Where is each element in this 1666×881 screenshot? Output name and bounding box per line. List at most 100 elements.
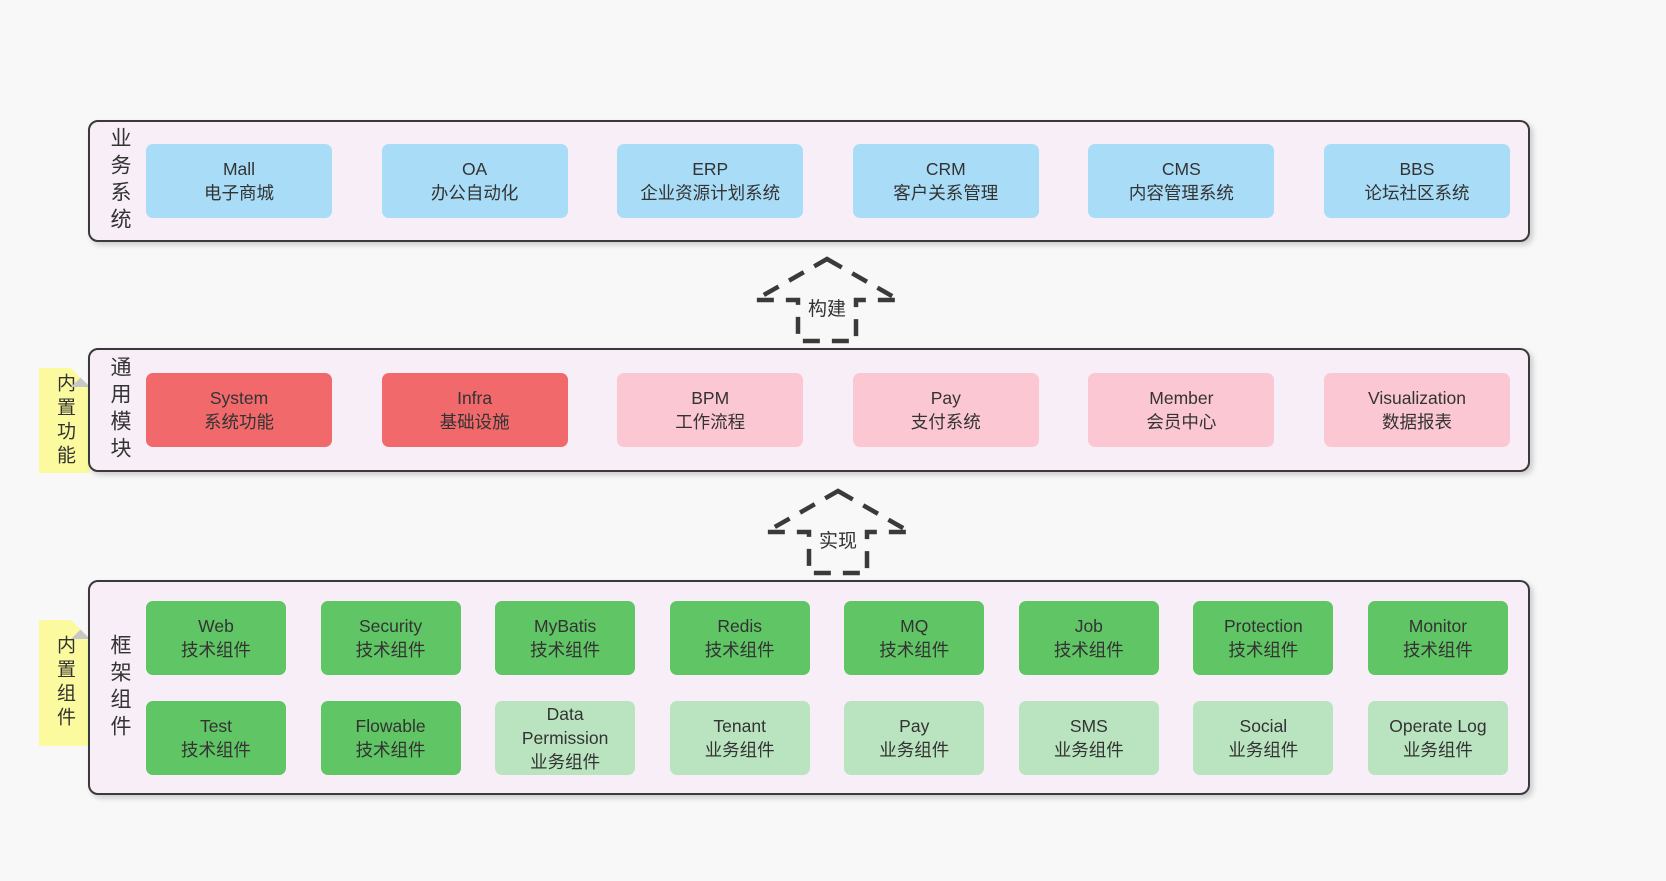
box-title: Web bbox=[198, 616, 234, 636]
box-job: Job 技术组件 bbox=[1018, 601, 1159, 675]
box-mall: Mall 电子商城 bbox=[146, 144, 332, 218]
box-subtitle: 业务组件 bbox=[1053, 740, 1124, 760]
business-systems-row: Mall 电子商城 OA 办公自动化 ERP 企业资源计划系统 CRM 客户关系… bbox=[146, 122, 1510, 240]
arrow-implement: 实现 bbox=[763, 488, 913, 576]
box-security: Security 技术组件 bbox=[320, 601, 461, 675]
dashed-up-arrow-icon bbox=[752, 256, 902, 344]
box-title: MyBatis bbox=[534, 616, 597, 636]
box-title: ERP bbox=[692, 159, 729, 179]
box-title: Member bbox=[1149, 388, 1214, 408]
box-cms: CMS 内容管理系统 bbox=[1088, 144, 1275, 218]
common-modules-row: System 系统功能 Infra 基础设施 BPM 工作流程 Pay 支付系统… bbox=[146, 350, 1510, 470]
box-subtitle: 技术组件 bbox=[181, 640, 251, 660]
box-title: Pay bbox=[899, 716, 930, 736]
box-subtitle: 企业资源计划系统 bbox=[640, 183, 781, 203]
box-subtitle: 技术组件 bbox=[181, 740, 251, 760]
box-system: System 系统功能 bbox=[146, 373, 332, 447]
box-operate-log: Operate Log 业务组件 bbox=[1367, 701, 1508, 775]
box-title: Operate Log bbox=[1389, 716, 1487, 736]
box-title: Pay bbox=[930, 388, 961, 408]
box-subtitle: 技术组件 bbox=[879, 640, 950, 660]
box-title: Infra bbox=[457, 388, 493, 408]
box-subtitle: 业务组件 bbox=[1228, 740, 1299, 760]
box-subtitle: 业务组件 bbox=[530, 752, 601, 772]
box-title: Tenant bbox=[713, 716, 766, 736]
box-title: OA bbox=[461, 159, 488, 179]
box-subtitle: 论坛社区系统 bbox=[1364, 183, 1470, 203]
arrow-implement-label: 实现 bbox=[814, 526, 862, 553]
box-flowable: Flowable 技术组件 bbox=[320, 701, 461, 775]
box-member: Member 会员中心 bbox=[1088, 373, 1275, 447]
box-subtitle: 技术组件 bbox=[1228, 640, 1299, 660]
box-title: Mall bbox=[222, 159, 256, 179]
box-subtitle: 技术组件 bbox=[1402, 640, 1473, 660]
box-protection: Protection 技术组件 bbox=[1193, 601, 1334, 675]
box-title: Security bbox=[358, 616, 423, 636]
box-title: SMS bbox=[1069, 716, 1108, 736]
arrow-build: 构建 bbox=[752, 256, 902, 344]
box-subtitle: 办公自动化 bbox=[430, 183, 519, 203]
box-oa: OA 办公自动化 bbox=[381, 144, 568, 218]
box-visualization: Visualization 数据报表 bbox=[1323, 373, 1510, 447]
panel-business-systems-label: 业务系统 bbox=[108, 127, 131, 235]
box-web: Web 技术组件 bbox=[146, 601, 286, 675]
box-title: CRM bbox=[925, 159, 966, 179]
box-title: Social bbox=[1239, 716, 1288, 736]
box-subtitle: 工作流程 bbox=[675, 412, 746, 432]
box-subtitle: 客户关系管理 bbox=[893, 183, 999, 203]
box-title: Visualization bbox=[1368, 388, 1466, 408]
note-built-in-features-label: 内置功能 bbox=[54, 372, 75, 469]
box-data-permission: Data Permission 业务组件 bbox=[495, 701, 636, 775]
framework-row-2: Test 技术组件 Flowable 技术组件 Data Permission … bbox=[146, 701, 1508, 775]
box-title: MQ bbox=[900, 616, 929, 636]
box-subtitle: 技术组件 bbox=[704, 640, 775, 660]
panel-common-modules: 通用模块 System 系统功能 Infra 基础设施 BPM 工作流程 Pay… bbox=[88, 348, 1530, 472]
panel-framework-components: 框架组件 Web 技术组件 Security 技术组件 MyBatis 技术组件… bbox=[88, 580, 1530, 795]
box-title: Flowable bbox=[355, 716, 426, 736]
dashed-up-arrow-icon bbox=[763, 488, 913, 576]
box-subtitle: 业务组件 bbox=[704, 740, 775, 760]
box-title: Data Permission bbox=[521, 704, 609, 748]
box-erp: ERP 企业资源计划系统 bbox=[617, 144, 804, 218]
box-pay-module: Pay 支付系统 bbox=[852, 373, 1039, 447]
box-subtitle: 技术组件 bbox=[1053, 640, 1124, 660]
note-built-in-features: 内置功能 bbox=[39, 368, 90, 473]
note-built-in-components-label: 内置组件 bbox=[54, 635, 75, 731]
box-subtitle: 技术组件 bbox=[530, 640, 601, 660]
box-subtitle: 业务组件 bbox=[879, 740, 950, 760]
box-subtitle: 支付系统 bbox=[910, 412, 981, 432]
box-subtitle: 技术组件 bbox=[355, 640, 426, 660]
framework-row-1: Web 技术组件 Security 技术组件 MyBatis 技术组件 Redi… bbox=[146, 601, 1508, 675]
note-built-in-components: 内置组件 bbox=[39, 620, 90, 746]
box-subtitle: 数据报表 bbox=[1381, 412, 1452, 432]
box-title: Monitor bbox=[1408, 616, 1468, 636]
box-subtitle: 技术组件 bbox=[355, 740, 426, 760]
box-infra: Infra 基础设施 bbox=[381, 373, 568, 447]
panel-framework-components-label: 框架组件 bbox=[108, 633, 131, 742]
box-title: BBS bbox=[1399, 159, 1435, 179]
box-monitor: Monitor 技术组件 bbox=[1367, 601, 1508, 675]
arrow-build-label: 构建 bbox=[803, 294, 851, 321]
box-social: Social 业务组件 bbox=[1193, 701, 1334, 775]
panel-common-modules-label: 通用模块 bbox=[108, 356, 131, 464]
box-mybatis: MyBatis 技术组件 bbox=[495, 601, 636, 675]
box-title: Job bbox=[1074, 616, 1103, 636]
box-subtitle: 系统功能 bbox=[204, 412, 274, 432]
box-sms: SMS 业务组件 bbox=[1018, 701, 1159, 775]
box-subtitle: 内容管理系统 bbox=[1128, 183, 1234, 203]
box-bbs: BBS 论坛社区系统 bbox=[1323, 144, 1510, 218]
box-bpm: BPM 工作流程 bbox=[617, 373, 804, 447]
panel-business-systems: 业务系统 Mall 电子商城 OA 办公自动化 ERP 企业资源计划系统 CRM… bbox=[88, 120, 1530, 242]
box-title: BPM bbox=[691, 388, 730, 408]
box-crm: CRM 客户关系管理 bbox=[852, 144, 1039, 218]
box-title: System bbox=[209, 388, 269, 408]
box-title: CMS bbox=[1161, 159, 1201, 179]
box-subtitle: 会员中心 bbox=[1146, 412, 1217, 432]
box-redis: Redis 技术组件 bbox=[669, 601, 810, 675]
box-title: Test bbox=[199, 716, 233, 736]
box-subtitle: 基础设施 bbox=[439, 412, 510, 432]
box-mq: MQ 技术组件 bbox=[844, 601, 985, 675]
box-title: Protection bbox=[1223, 616, 1303, 636]
box-pay-component: Pay 业务组件 bbox=[844, 701, 985, 775]
